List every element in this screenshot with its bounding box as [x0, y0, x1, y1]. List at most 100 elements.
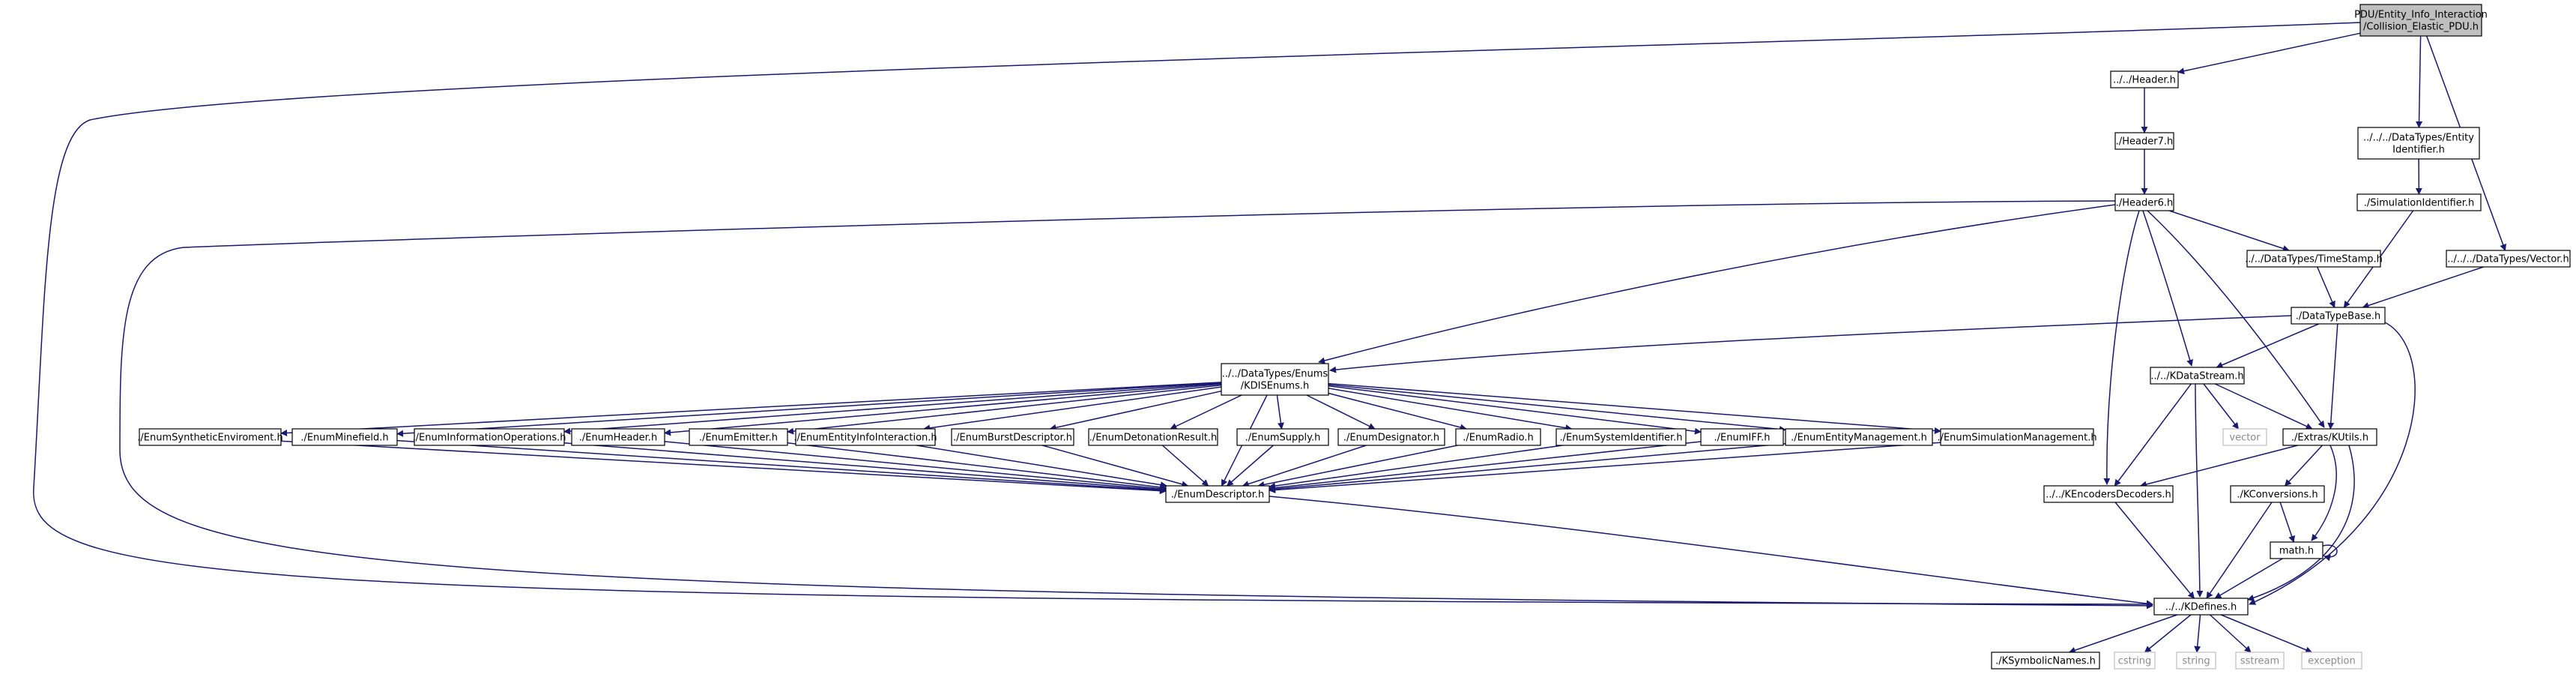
node-box — [2222, 428, 2267, 446]
node-root[interactable]: PDU/Entity_Info_Interaction/Collision_El… — [2354, 4, 2488, 37]
node-box — [1555, 428, 1687, 446]
edge-kdisenums-to-enum_emitter — [787, 384, 1222, 435]
node-kdatastream[interactable]: ../../KDataStream.h — [2150, 367, 2245, 385]
edge-kdisenums-to-enum_info — [563, 382, 1222, 435]
node-label: ./EnumEntityInfoInteraction.h — [793, 433, 937, 444]
node-vector-sys[interactable]: vector — [2222, 428, 2267, 446]
node-label: ./Extras/KUtils.h — [2291, 433, 2368, 444]
edge-kdisenums-to-enum_synth — [280, 382, 1222, 436]
node-string[interactable]: string — [2176, 652, 2216, 670]
edge-root-to-header — [2177, 32, 2361, 75]
node-box — [2176, 652, 2216, 670]
node-cstring[interactable]: cstring — [2114, 652, 2156, 670]
node-kconv[interactable]: ./KConversions.h — [2230, 485, 2325, 503]
edge-kutils-to-kencdec — [2139, 445, 2298, 488]
node-timestamp[interactable]: ../../DataTypes/TimeStamp.h — [2245, 250, 2383, 268]
edge-kdisenums-to-enum_eii — [923, 386, 1222, 432]
node-box — [2357, 127, 2480, 160]
edge-kdisenums-to-enum_iff — [1328, 385, 1702, 435]
node-enum-iff[interactable]: ./EnumIFF.h — [1700, 428, 1784, 446]
node-label: ../../KDefines.h — [2165, 602, 2237, 613]
node-enumdesc[interactable]: ./EnumDescriptor.h — [1165, 485, 1270, 503]
edge-kconv-to-kdefines — [2206, 502, 2273, 599]
edge-enum_sm-to-enumdesc — [1269, 442, 1941, 494]
edge-enum_header-to-enumdesc — [664, 441, 1167, 493]
node-label: ../../DataTypes/Enums — [1222, 369, 1328, 380]
node-label: ./EnumMinefield.h — [300, 433, 388, 444]
node-label: ./EnumSupply.h — [1245, 433, 1321, 444]
node-enum-mine[interactable]: ./EnumMinefield.h — [291, 428, 398, 446]
edge-kdefines-to-cstring — [2144, 614, 2192, 653]
node-enum-deto[interactable]: ./EnumDetonationResult.h — [1088, 428, 1218, 446]
node-math[interactable]: math.h — [2270, 541, 2323, 559]
node-exception[interactable]: exception — [2301, 652, 2362, 670]
node-enum-header[interactable]: ./EnumHeader.h — [571, 428, 665, 446]
edge-root-to-kdefines — [32, 22, 2361, 608]
node-enum-desig[interactable]: ./EnumDesignator.h — [1337, 428, 1445, 446]
node-enum-emitter[interactable]: ./EnumEmitter.h — [689, 428, 788, 446]
node-label: exception — [2308, 656, 2356, 667]
node-label: ./DataTypeBase.h — [2296, 311, 2380, 322]
node-label: ./Header7.h — [2116, 136, 2174, 148]
edge-header6-to-timestamp — [2168, 210, 2290, 252]
node-simid[interactable]: ./SimulationIdentifier.h — [2356, 193, 2482, 211]
edge-kdisenums-to-enum_header — [664, 383, 1222, 436]
node-enum-em[interactable]: ./EnumEntityManagement.h — [1785, 428, 1933, 446]
node-kutils[interactable]: ./Extras/KUtils.h — [2282, 428, 2377, 446]
node-box — [1088, 428, 1218, 446]
edge-kencdec-to-kdefines — [2114, 502, 2195, 599]
node-label: cstring — [2118, 656, 2151, 667]
edge-header6-to-kdefines — [119, 200, 2153, 610]
node-header6[interactable]: ./Header6.h — [2114, 193, 2174, 211]
node-box — [795, 428, 936, 446]
node-kdisenums[interactable]: ../../DataTypes/Enums/KDISEnums.h — [1221, 363, 1329, 396]
node-enum-synth[interactable]: ./EnumSyntheticEnviroment.h — [137, 428, 283, 446]
node-header[interactable]: ../../Header.h — [2110, 70, 2179, 88]
node-vector[interactable]: ../../../DataTypes/Vector.h — [2446, 250, 2571, 268]
node-box — [1221, 363, 1329, 396]
node-sstream[interactable]: sstream — [2235, 652, 2285, 670]
node-ksymb[interactable]: ./KSymbolicNames.h — [1991, 652, 2100, 670]
node-box — [2359, 4, 2482, 37]
node-kdefines[interactable]: ../../KDefines.h — [2153, 598, 2249, 616]
edge-kutils-to-kconv — [2284, 445, 2323, 487]
nodes-layer: PDU/Entity_Info_Interaction/Collision_El… — [137, 4, 2571, 670]
edge-enum_deto-to-enumdesc — [1161, 445, 1209, 487]
node-box — [1165, 485, 1270, 503]
node-box — [2270, 541, 2323, 559]
node-enum-sm[interactable]: ./EnumSimulationManagement.h — [1937, 428, 2097, 446]
node-enum-radio[interactable]: ./EnumRadio.h — [1455, 428, 1541, 446]
node-enum-info[interactable]: ./EnumInformationOperations.h — [413, 428, 566, 446]
node-enum-eii[interactable]: ./EnumEntityInfoInteraction.h — [793, 428, 937, 446]
edge-kutils-to-math — [2311, 445, 2337, 541]
node-label: ./KConversions.h — [2237, 490, 2318, 501]
node-box — [1785, 428, 1933, 446]
node-header7[interactable]: ./Header7.h — [2114, 132, 2174, 150]
edge-root-to-entityid — [2416, 35, 2423, 128]
node-label: ./EnumBurstDescriptor.h — [953, 433, 1072, 444]
node-label: ./EnumDesignator.h — [1343, 433, 1439, 444]
node-box — [291, 428, 398, 446]
edge-kdatastream-to-kutils — [2214, 383, 2313, 430]
node-box — [139, 428, 282, 446]
node-box — [2043, 485, 2174, 503]
node-kencdec[interactable]: ../../KEncodersDecoders.h — [2043, 485, 2174, 503]
node-label: ./EnumRadio.h — [1463, 433, 1534, 444]
node-dtbase[interactable]: ./DataTypeBase.h — [2291, 307, 2386, 325]
node-enum-sysid[interactable]: ./EnumSystemIdentifier.h — [1555, 428, 1687, 446]
edge-enum_sysid-to-enumdesc — [1269, 445, 1563, 490]
node-box — [2150, 367, 2245, 385]
node-label: ./SimulationIdentifier.h — [2364, 198, 2475, 209]
node-enum-supply[interactable]: ./EnumSupply.h — [1236, 428, 1329, 446]
edge-enum_info-to-enumdesc — [563, 442, 1167, 493]
edge-kdisenums-to-enum_deto — [1170, 394, 1242, 430]
edge-enum_desig-to-enumdesc — [1242, 445, 1367, 487]
node-enum-burst[interactable]: ./EnumBurstDescriptor.h — [951, 428, 1074, 446]
node-box — [2110, 70, 2179, 88]
edge-dtbase-to-kdisenums — [1329, 315, 2292, 373]
node-label: ./EnumSimulationManagement.h — [1937, 433, 2096, 444]
node-box — [1940, 428, 2094, 446]
edge-kdisenums-to-enum_sysid — [1328, 388, 1573, 432]
